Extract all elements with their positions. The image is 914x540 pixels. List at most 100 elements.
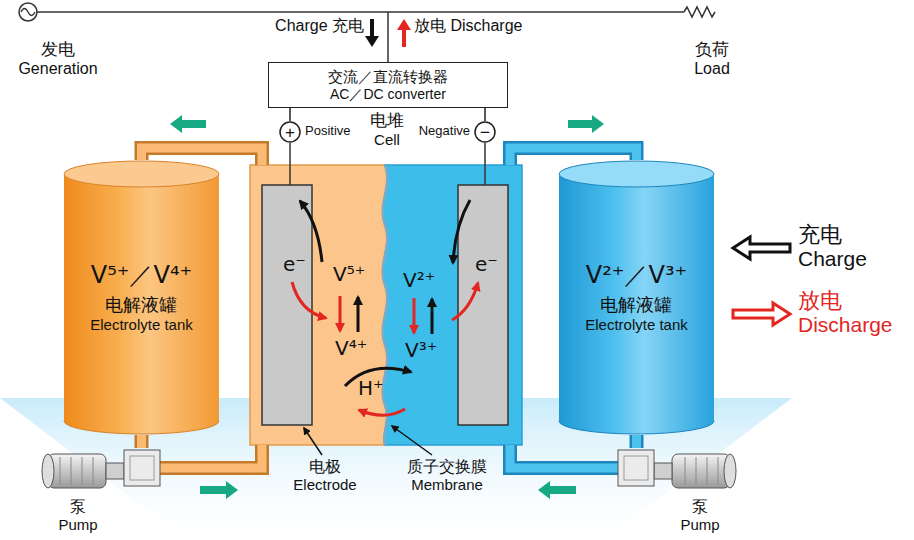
load-label: 负荷 Load [694,40,730,78]
pipe-wall [630,435,644,448]
wire [484,108,486,121]
motor-fin [718,457,719,485]
motor-cap [42,454,54,488]
positive-terminal: + [279,121,301,143]
leader-line [304,428,322,455]
node-text: 交流／直流转换器 AC／DC converter [328,68,448,101]
wire-connector [290,108,291,121]
flow-arrow [200,481,238,499]
discharge-arrow [292,282,326,318]
motor-fin [60,457,61,485]
text-line: Electrode [293,476,356,493]
discharge-arrow [359,409,405,415]
cell-stack: e⁻V⁵⁺V²⁺e⁻V⁴⁺V³⁺H⁺ [250,165,522,445]
terminal-circle [280,122,300,142]
node-text: + [285,124,295,141]
pump-coupling [654,463,672,479]
pump-outline [618,448,738,540]
pipe-fluid [510,445,618,468]
charge-arrow [365,36,379,47]
membrane [383,165,388,445]
flow-arrow [170,115,206,133]
text-line: Membrane [407,476,487,493]
membrane-label: 质子交换膜 Membrane [407,458,487,494]
motor-fin [685,457,686,485]
text-line: AC／DC converter [328,86,448,102]
text-line: 充电 [798,222,867,247]
electrolyte-tank: V⁵⁺／V⁴⁺ 电解液罐 Electrolyte tank [63,160,220,435]
pipe-fluid [632,435,641,448]
charge-arrow [431,299,434,334]
ion-label: V²⁺ [403,269,435,292]
charge-arrow [357,297,360,332]
ion-label: V⁵⁺／V⁴⁺ [91,262,192,290]
motor-body [672,454,730,488]
charge-legend-arrow [733,237,790,259]
electrode-label: 电极 Electrode [293,458,356,494]
leader-line [392,426,432,455]
ion-label: V⁴⁺ [335,337,367,360]
converter-box: 交流／直流转换器 AC／DC converter [268,62,508,108]
ion-label: H⁺ [358,377,384,400]
text-line: Load [694,60,730,78]
tank-body [559,174,714,421]
text-line: 交流／直流转换器 [328,68,448,85]
node-text: 泵 Pump [58,498,97,534]
resistor-symbol [684,7,715,17]
ion-label: V²⁺／V³⁺ [586,262,687,290]
positive-half-cell [250,165,387,445]
legend-text: 充电 Charge [798,222,867,271]
text-line: 泵 [58,498,97,516]
electrolyte-pipe [141,435,142,448]
wire-connector [485,108,486,121]
text-line: 电解液罐 [90,295,193,316]
electrolyte-pipe [636,435,637,448]
text-line: 质子交换膜 [407,458,487,476]
sine-wave [21,9,35,16]
pump-housing-inner [130,456,154,480]
ion-label: e⁻ [475,253,498,276]
cell-label: 电堆 Cell [370,111,404,148]
node-text: 泵 Pump [680,498,719,534]
pump-outline [40,448,160,540]
pipe-wall [160,445,262,468]
text-line: Cell [370,131,404,148]
discharge-arrow [397,19,411,30]
wire [289,108,291,121]
positive-label: Positive [305,124,351,139]
motor-body [48,454,106,488]
electrolyte-pipe [510,445,618,468]
legend-text: 放电 Discharge [798,288,893,337]
tank-top [64,161,219,187]
text-line: Electrolyte tank [585,316,688,333]
pump-housing-inner [624,456,648,480]
negative-label: Negative [419,124,470,139]
node-text: 电解液罐 Electrolyte tank [90,295,193,333]
electrolyte-tank: V²⁺／V³⁺ 电解液罐 Electrolyte tank [558,160,715,435]
pipe-fluid [160,445,262,468]
pipe-wall [510,445,618,468]
flow-arrow [538,481,576,499]
motor-fin [707,457,708,485]
power-line [37,11,684,13]
text-line: 电堆 [370,111,404,131]
negative-half-cell [383,165,522,445]
pump-coupling [106,463,124,479]
motor-fin [82,457,83,485]
text-line: 泵 [680,498,719,516]
terminal-wire [484,143,486,185]
electrolyte-pipe [160,445,262,468]
text-line: 电解液罐 [585,295,688,316]
text-line: Pump [680,516,719,533]
legend-entry: 充电 Charge [798,222,867,271]
text-line: Charge [798,247,867,271]
charge-arrow [370,19,374,37]
motor-fin [93,457,94,485]
tank-body [64,174,219,421]
text-line: 放电 [798,288,893,313]
electrode [458,185,508,425]
discharge-label: 放电 Discharge [414,17,522,35]
tank-top [559,161,714,187]
text-line: 发电 [18,40,97,60]
discharge-arrow [339,296,342,331]
